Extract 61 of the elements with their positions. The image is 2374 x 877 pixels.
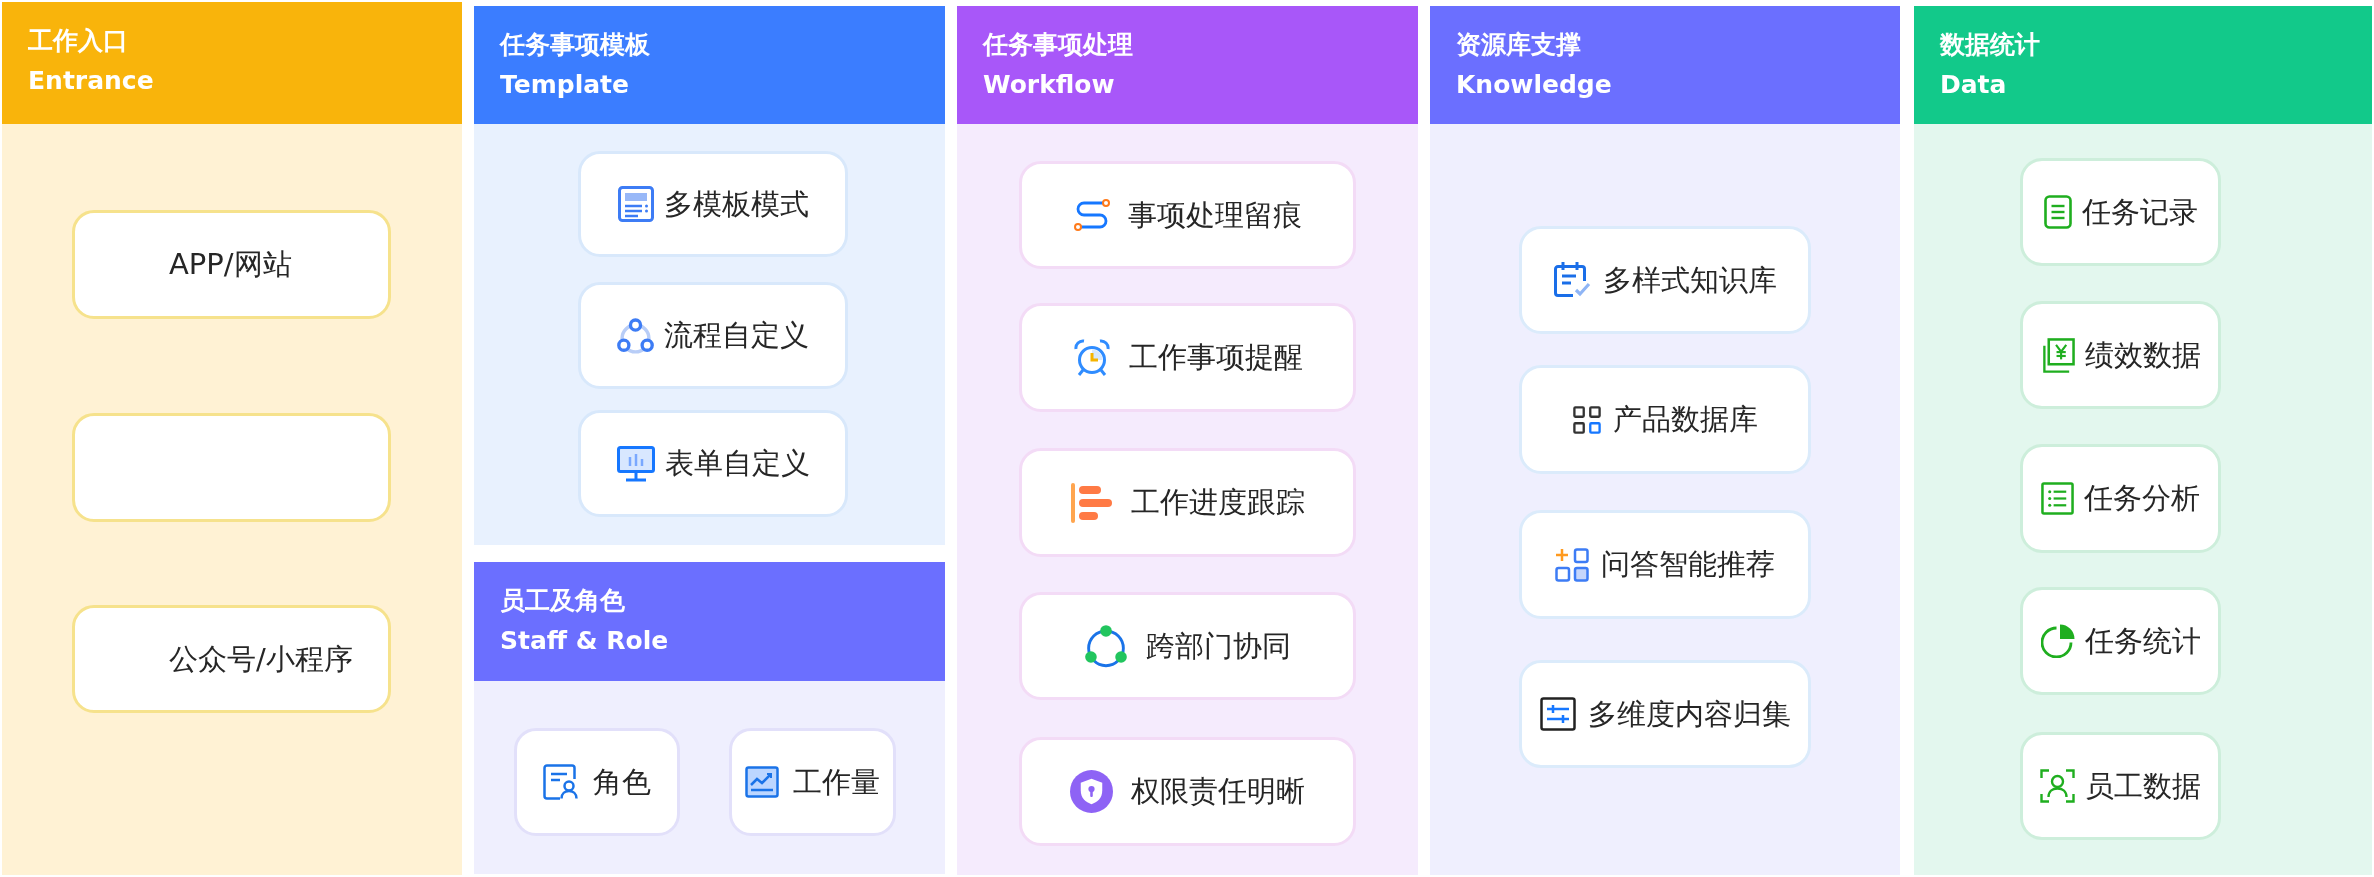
- panel-subtitle: Knowledge: [1456, 69, 1612, 101]
- column-panel: [474, 6, 945, 545]
- panel-subtitle: Workflow: [983, 69, 1115, 101]
- card-label: 公众号/小程序: [169, 640, 353, 678]
- panel-subtitle: Staff & Role: [500, 625, 669, 657]
- panel-subtitle: Template: [500, 69, 629, 101]
- card-label: 流程自定义: [664, 317, 809, 354]
- card-label: 员工数据: [2085, 767, 2201, 805]
- feature-card: [578, 282, 848, 389]
- card-label: 权限责任明晰: [1131, 773, 1305, 810]
- feature-card: [2020, 301, 2221, 409]
- card-label: 表单自定义: [664, 445, 810, 482]
- card-label: 工作事项提醒: [1128, 339, 1303, 376]
- feature-card: [1019, 303, 1356, 412]
- card-label: 问答智能推荐: [1601, 546, 1775, 583]
- card-label: 多维度内容归集: [1587, 695, 1791, 733]
- feature-card: [2020, 158, 2221, 266]
- panel-subtitle: Data: [1940, 69, 2007, 101]
- card-label: 工作量: [793, 763, 880, 801]
- column-panel: [957, 6, 1418, 875]
- feature-card: [729, 728, 896, 836]
- panel-title: 员工及角色: [500, 585, 625, 617]
- feature-card: [578, 151, 848, 257]
- card-label: 任务记录: [2081, 193, 2198, 231]
- feature-card: [578, 410, 848, 517]
- panel-title: 资源库支撑: [1456, 29, 1581, 61]
- feature-card: [1519, 365, 1811, 474]
- panel-title: 工作入口: [28, 25, 128, 57]
- column-panel: [1430, 6, 1900, 875]
- card-label: 多样式知识库: [1602, 261, 1777, 299]
- empty-card: [72, 413, 391, 522]
- feature-card: [1019, 592, 1356, 700]
- feature-card: [1019, 737, 1356, 846]
- column-panel: [2, 2, 462, 875]
- feature-card: [1519, 660, 1811, 768]
- feature-card: [1019, 448, 1356, 557]
- card-label: 多模板模式: [663, 185, 809, 223]
- panel-subtitle: Entrance: [28, 65, 154, 97]
- card-label: 事项处理留痕: [1127, 196, 1302, 234]
- feature-card: [2020, 587, 2221, 695]
- card-label: 产品数据库: [1612, 401, 1758, 438]
- panel-title: 数据统计: [1940, 29, 2040, 61]
- feature-card: [2020, 732, 2221, 840]
- column-panel: [1914, 6, 2372, 875]
- card-label: APP/网站: [169, 246, 292, 283]
- feature-card: [1019, 161, 1356, 269]
- panel-title: 任务事项模板: [500, 29, 650, 61]
- card-label: 绩效数据: [2085, 336, 2201, 374]
- feature-card: [72, 605, 391, 713]
- feature-card: [1519, 510, 1811, 619]
- column-panel: [474, 562, 945, 874]
- card-label: 任务统计: [2084, 622, 2201, 660]
- card-label: 跨部门协同: [1146, 627, 1291, 665]
- card-label: 任务分析: [2084, 480, 2200, 517]
- card-label: 工作进度跟踪: [1130, 484, 1305, 521]
- feature-card: [1519, 226, 1811, 334]
- feature-card: [72, 210, 391, 319]
- feature-card: [2020, 444, 2221, 553]
- card-label: 角色: [593, 763, 651, 801]
- feature-card: [514, 728, 680, 836]
- panel-title: 任务事项处理: [983, 29, 1133, 61]
